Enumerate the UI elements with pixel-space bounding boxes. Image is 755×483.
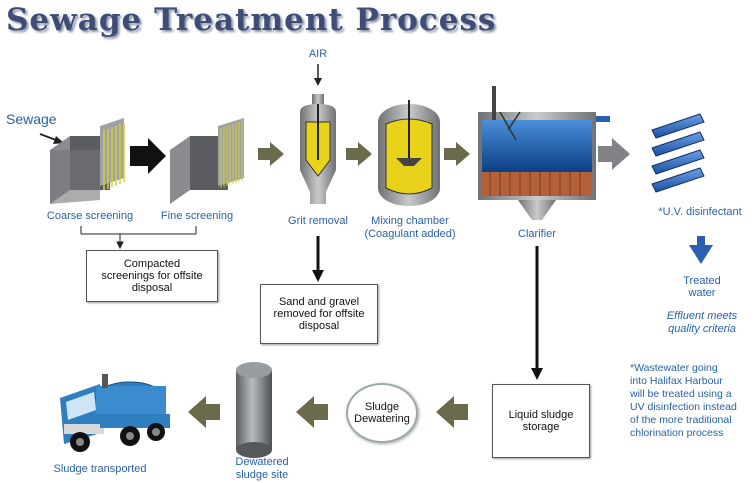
dewatering-line-1: Sludge: [364, 401, 400, 413]
footnote-line-1: *Wastewater going: [630, 362, 718, 374]
flow-arrow-6: [296, 396, 328, 428]
grit-removal-unit: [300, 94, 336, 204]
footnote-line-3: will be treated using a: [630, 388, 732, 400]
dewatered-label-1: Dewatered: [235, 456, 289, 468]
air-inlet-arrow: [314, 64, 322, 86]
liquid-line-2: storage: [522, 421, 560, 433]
flow-arrow-2: [346, 142, 372, 166]
sewage-inlet-arrow: [39, 133, 64, 144]
sand-line-3: disposal: [298, 320, 340, 332]
liquid-line-1: Liquid sludge: [508, 409, 574, 421]
fine-screening-unit: [170, 118, 244, 204]
treated-water-label-2: water: [688, 287, 716, 299]
footnote-line-2: into Halifax Harbour: [630, 375, 723, 387]
sand-line-1: Sand and gravel: [278, 296, 360, 308]
fine-screening-label: Fine screening: [160, 210, 234, 222]
effluent-label-1: Effluent meets: [666, 310, 738, 322]
grit-down-arrow: [312, 236, 324, 282]
treated-water-arrow: [689, 236, 713, 264]
dewatered-sludge-silo: [236, 362, 272, 458]
clarifier-unit: [478, 86, 610, 220]
coarse-screening-label: Coarse screening: [46, 210, 134, 222]
liquid-sludge-storage-box: Liquid sludge storage: [492, 384, 590, 458]
air-label: AIR: [308, 48, 328, 60]
compacted-line-2: screenings for offsite: [101, 270, 203, 282]
dewatering-line-2: Dewatering: [354, 413, 410, 425]
sand-gravel-box: Sand and gravel removed for offsite disp…: [260, 284, 378, 344]
footnote-line-6: chlorination process: [630, 427, 724, 439]
uv-disinfection-unit: [651, 113, 705, 193]
compacted-line-3: disposal: [131, 282, 173, 294]
compacted-line-1: Compacted: [123, 258, 181, 270]
treated-water-label-1: Treated: [683, 275, 721, 287]
sludge-dewatering-circle: Sludge Dewatering: [346, 383, 418, 443]
clarifier-down-arrow: [531, 246, 543, 380]
grit-removal-label: Grit removal: [288, 215, 348, 227]
dewatered-label-2: sludge site: [235, 469, 289, 481]
clarifier-label: Clarifier: [518, 228, 556, 240]
page-title: Sewage Treatment Process: [6, 2, 497, 38]
footnote-line-4: UV disinfection instead: [630, 401, 737, 413]
screenings-bracket: [80, 226, 197, 250]
effluent-label-2: quality criteria: [668, 323, 736, 335]
mixing-chamber-unit: [378, 100, 440, 206]
sewage-label: Sewage: [6, 111, 57, 127]
flow-arrow-4: [598, 138, 630, 170]
sludge-truck: [60, 374, 170, 452]
sand-line-2: removed for offsite: [273, 308, 365, 320]
coagulant-added-label: (Coagulant added): [364, 228, 456, 240]
flow-arrow-black: [130, 138, 166, 174]
uv-disinfectant-label: *U.V. disinfectant: [658, 206, 742, 218]
compacted-screenings-box: Compacted screenings for offsite disposa…: [86, 250, 218, 302]
coarse-screening-unit: [50, 118, 125, 204]
flow-arrow-1: [258, 142, 284, 166]
flow-arrow-5: [436, 396, 468, 428]
sludge-transported-label: Sludge transported: [53, 463, 147, 475]
flow-arrow-7: [188, 396, 220, 428]
footnote-line-5: of the more traditional: [630, 414, 732, 426]
flow-arrow-3: [444, 142, 470, 166]
footnote: *Wastewater going into Halifax Harbour w…: [630, 362, 737, 440]
mixing-chamber-label: Mixing chamber: [371, 215, 449, 227]
